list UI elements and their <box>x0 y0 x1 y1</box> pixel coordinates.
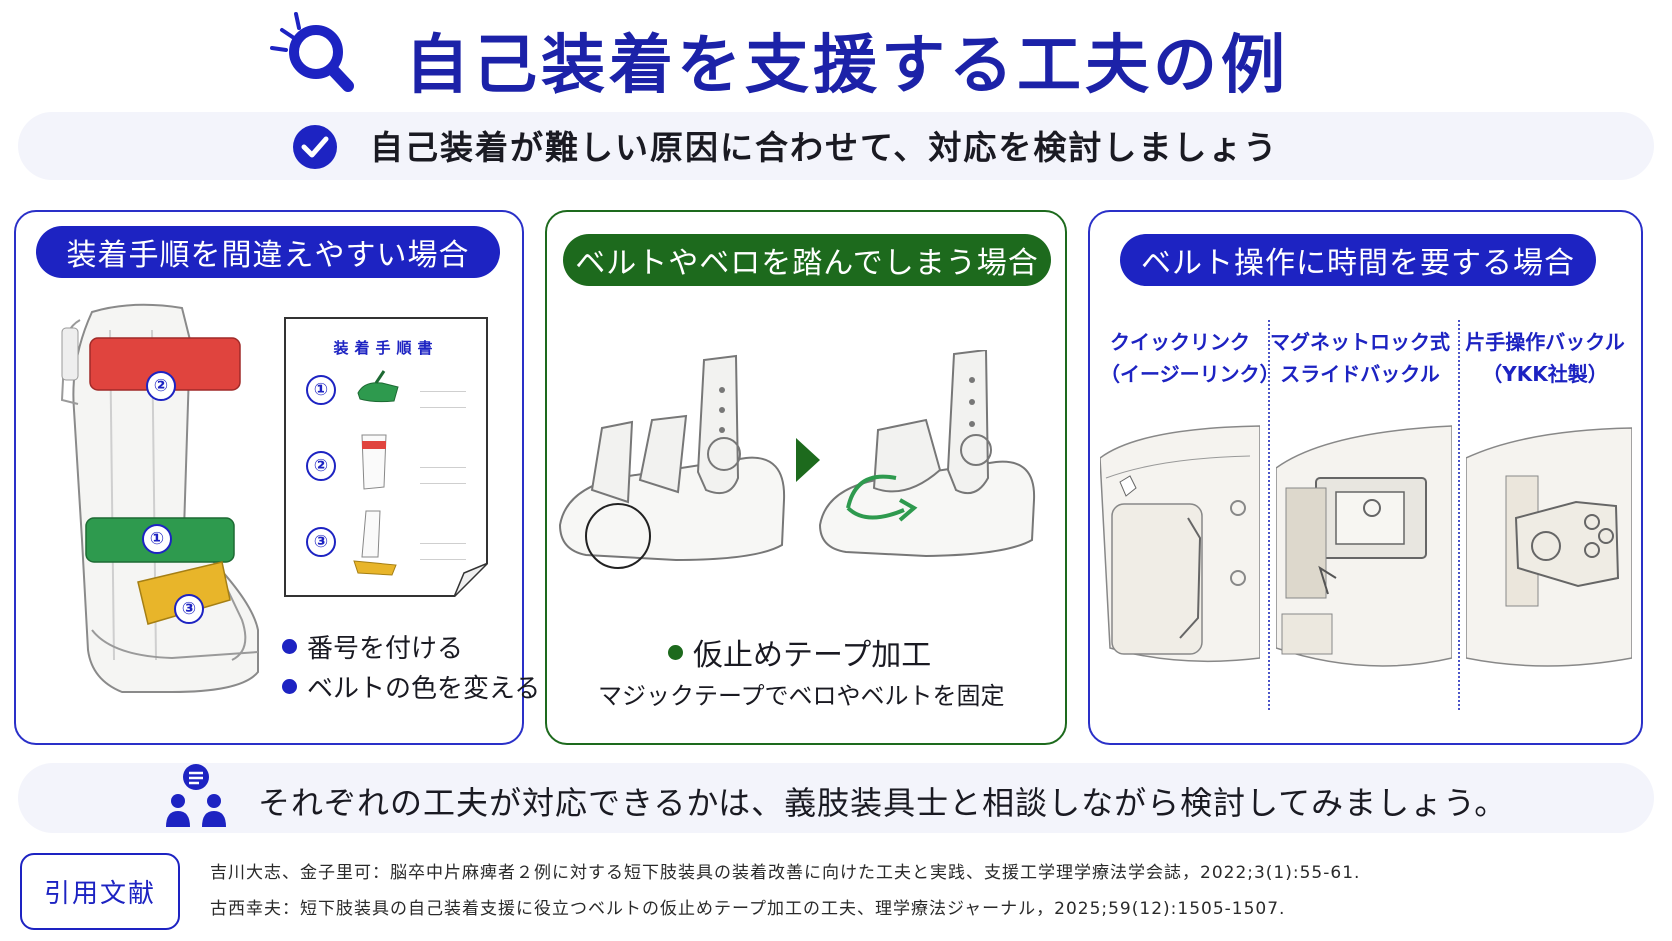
brace-badge-2: ② <box>146 371 176 401</box>
sheet-step-1: ① <box>306 375 336 405</box>
reference-item: 古西幸夫：短下肢装具の自己装着支援に役立つベルトの仮止めテープ加工の工夫、理学療… <box>210 899 1286 919</box>
procedure-sheet: 装着手順書 ① ② ③ <box>284 317 488 597</box>
bullet-change-colors: ベルトの色を変える <box>282 668 540 705</box>
message-band <box>18 763 1654 833</box>
tape-processing-illustration <box>558 350 1036 569</box>
bullet-dot <box>668 644 683 660</box>
brace-badge-3: ③ <box>174 594 204 624</box>
magnifier-icon <box>270 12 354 92</box>
yellow-belt-thumbnail <box>353 510 397 576</box>
sheet-step-3: ③ <box>306 527 336 557</box>
people-chat-icon <box>166 764 226 827</box>
magnet-slide-buckle-illustration <box>1276 425 1452 667</box>
page-subtitle: 自己装着が難しい原因に合わせて、対応を検討しましょう <box>370 128 1279 167</box>
panel-heading-stepping-on-belt: ベルトやベロを踏んでしまう場合 <box>563 234 1051 286</box>
footer-message: それぞれの工夫が対応できるかは、義肢装具士と相談しながら検討してみましょう。 <box>258 784 1508 822</box>
check-circle-icon <box>293 125 337 169</box>
bullet-dot <box>282 679 297 694</box>
column-divider <box>1458 320 1460 710</box>
tape-processing-note: マジックテープでベロやベルトを固定 <box>598 682 1005 710</box>
column-divider <box>1268 320 1270 710</box>
ankle-foot-orthosis-illustration <box>60 303 259 693</box>
buckle-label-one-hand: 片手操作バックル （YKK社製） <box>1465 330 1625 386</box>
buckle-label-magnet-slide: マグネットロック式 スライドバックル <box>1270 330 1450 386</box>
green-belt-thumbnail <box>357 370 399 403</box>
panel-heading-belt-operation-time: ベルト操作に時間を要する場合 <box>1120 234 1596 286</box>
page-fold-icon <box>454 563 488 597</box>
subtitle-band <box>18 112 1654 180</box>
arrow-right-icon <box>796 438 820 482</box>
bullet-tape-processing: 仮止めテープ加工 <box>668 630 931 674</box>
page-title: 自己装着を支援する工夫の例 <box>405 29 1289 103</box>
red-belt-thumbnail <box>361 434 387 490</box>
sheet-step-2: ② <box>306 451 336 481</box>
quick-link-buckle-illustration <box>1100 425 1260 663</box>
references-label: 引用文献 <box>20 853 180 930</box>
procedure-sheet-title: 装着手順書 <box>333 339 439 357</box>
reference-item: 吉川大志、金子里可：脳卒中片麻痺者２例に対する短下肢装具の装着改善に向けた工夫と… <box>210 863 1361 883</box>
header: 自己装着を支援する工夫の例 <box>0 0 1672 110</box>
bullet-dot <box>282 639 297 654</box>
brace-badge-1: ① <box>142 524 172 554</box>
panel-heading-wrong-order: 装着手順を間違えやすい場合 <box>36 226 500 278</box>
bullet-number-items: 番号を付ける <box>282 628 463 665</box>
buckle-label-quick-link: クイックリンク （イージーリンク） <box>1100 330 1280 386</box>
one-hand-buckle-illustration <box>1466 427 1632 667</box>
